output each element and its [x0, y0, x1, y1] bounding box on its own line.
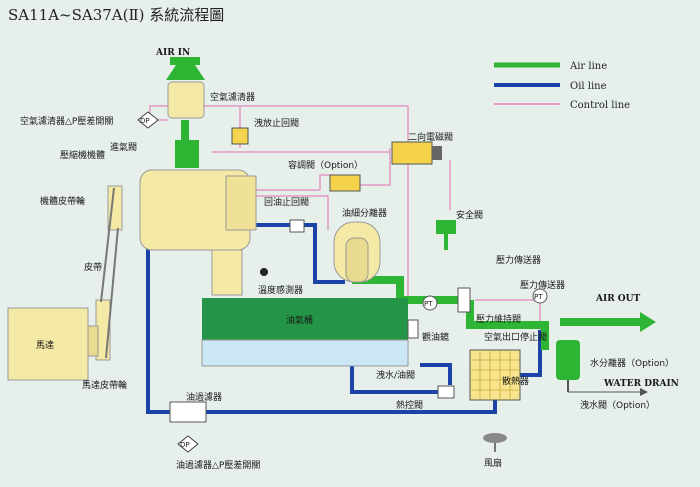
oil-tank-air-section [202, 298, 408, 340]
oil-filter-label: 油過濾器 [186, 391, 222, 403]
pressure-sender-2-label: 壓力傳送器 [520, 279, 565, 291]
belt-label: 皮帶 [84, 261, 102, 273]
dp-diamond-bottom [177, 435, 199, 453]
cooler-label: 散熱器 [502, 375, 529, 387]
dp-diamond-top [137, 111, 159, 129]
inlet-valve-body [175, 140, 199, 168]
legend-oil-label: Oil line [570, 81, 607, 92]
return-check-label: 回油止回閥 [264, 196, 309, 208]
drain-valve-label: 洩水閥（Option） [580, 399, 655, 411]
solenoid-valve [391, 141, 433, 165]
motor [7, 307, 89, 381]
air-out-arrow [640, 312, 656, 332]
safety-valve [436, 220, 456, 234]
compressor-pulley [107, 185, 123, 231]
water-drain-arrow [640, 388, 648, 396]
pt-sensor-1 [422, 295, 438, 311]
legend: Air line Oil line Control line [494, 61, 630, 111]
belt-line-1 [100, 187, 115, 303]
dp-bottom-label: DP [180, 441, 190, 449]
capacity-valve [329, 174, 361, 192]
motor-label: 馬達 [36, 339, 54, 351]
outlet-check-label: 空氣出口停止閥 [484, 331, 547, 343]
blowdown-check-valve [231, 127, 249, 145]
compressor-housing [225, 175, 257, 231]
air-out-label: AIR OUT [595, 294, 640, 304]
fan-icon [483, 433, 507, 443]
dp-top-label: DP [140, 117, 150, 125]
fan-label: 風扇 [484, 457, 502, 469]
cooler-fins [470, 350, 520, 400]
min-pressure-valve [457, 287, 471, 313]
belt-line-2 [105, 227, 119, 359]
safety-valve-label: 安全閥 [456, 209, 483, 221]
sight-glass [407, 319, 419, 339]
capacity-valve-label: 容調閥（Option） [288, 159, 363, 171]
motor-pulley-label: 馬達皮帶輪 [82, 379, 127, 391]
solenoid-coil [432, 146, 442, 160]
blowdown-check-label: 洩放止回閥 [254, 117, 299, 129]
oil-filter [169, 401, 207, 423]
temperature-sensor [260, 268, 268, 276]
min-pressure-label: 壓力維持閥 [476, 313, 521, 325]
oil-drain-label: 洩水/油閥 [376, 369, 415, 381]
sight-glass-label: 觀油鏡 [422, 331, 449, 343]
separator-element [345, 237, 369, 283]
diagram-title: SA11A~SA37A(Ⅱ) 系統流程圖 [8, 6, 224, 24]
air-in-label: AIR IN [155, 48, 190, 58]
solenoid-label: 二向電磁閥 [408, 131, 453, 143]
separator-label: 油細分離器 [342, 207, 387, 219]
water-separator [556, 340, 580, 380]
motor-shaft [87, 325, 99, 357]
air-filter-label: 空氣濾清器 [210, 91, 255, 103]
water-separator-label: 水分離器（Option） [590, 357, 674, 369]
pt-label-1: PT [424, 300, 433, 308]
thermostat-label: 熱控閥 [396, 399, 423, 411]
legend-air-label: Air line [569, 61, 607, 72]
legend-control-label: Control line [570, 100, 630, 111]
pressure-sender-1-label: 壓力傳送器 [496, 254, 541, 266]
air-filter-dp-label: 空氣濾清器△P壓差開關 [20, 115, 113, 127]
compressor-base [211, 249, 243, 296]
cooler [469, 349, 521, 401]
water-drain-label: WATER DRAIN [603, 379, 679, 389]
air-inlet-cap [170, 57, 200, 65]
pt-label-2: PT [534, 293, 543, 301]
belt-pulley-label: 機體皮帶輪 [40, 195, 85, 207]
oil-tank-oil-section [201, 339, 409, 367]
inlet-valve-label: 進氣閥 [110, 141, 137, 153]
oil-filter-dp-label: 油過濾器△P壓差開關 [176, 459, 260, 471]
oil-tank-label: 油氣桶 [286, 314, 313, 326]
temp-sensor-label: 溫度感測器 [258, 284, 303, 296]
compressor-label: 壓縮機機體 [60, 149, 105, 161]
air-filter-body [167, 81, 205, 119]
pt-sensor-2 [532, 288, 548, 304]
thermostat-valve [437, 385, 455, 399]
air-inlet-hood [166, 65, 205, 80]
return-check-valve [289, 219, 305, 233]
